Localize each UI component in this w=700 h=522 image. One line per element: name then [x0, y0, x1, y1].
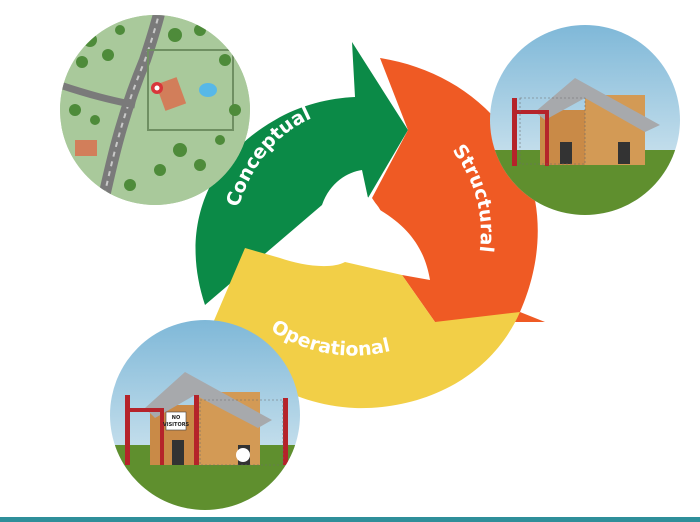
- conceptual-arrow: [195, 42, 408, 305]
- site-map-icon: [60, 15, 250, 205]
- sign-text-line2: VISITORS: [163, 422, 190, 428]
- cycle-center: [320, 193, 384, 257]
- bottom-accent-rule: [0, 517, 700, 522]
- sign-text-line1: NO: [172, 415, 180, 421]
- fenced-farm-building-icon: NO VISITORS: [110, 320, 300, 510]
- structural-arrow: [372, 58, 545, 322]
